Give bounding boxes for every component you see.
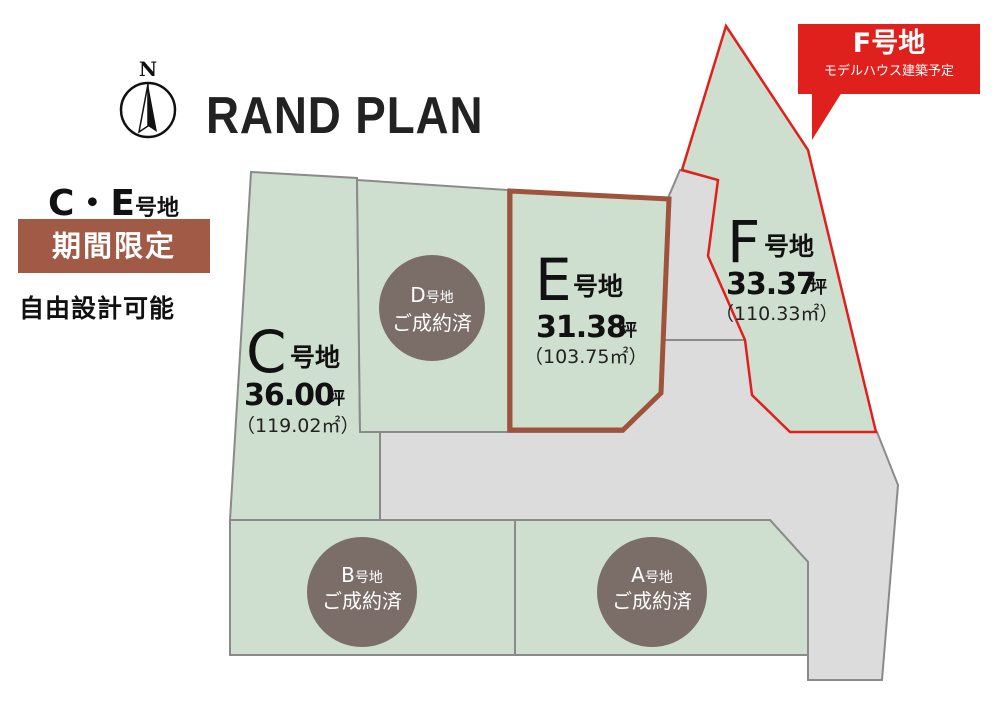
model-house-callout: F号地 モデルハウス建築予定: [798, 24, 980, 94]
lot-f: [680, 23, 878, 434]
lot-e: [507, 188, 672, 433]
lot-c-tsubo-unit: 坪: [328, 389, 345, 409]
lot-e-area: （103.75㎡）: [524, 345, 647, 368]
lot-a-letter: A: [631, 563, 645, 587]
north-compass-icon: [119, 81, 177, 139]
lot-d-letter: D: [410, 283, 425, 307]
lot-c-letter: C: [246, 318, 287, 386]
ce-lot-suffix: 号地: [135, 196, 180, 221]
lot-f-tsubo: 33.37: [726, 267, 816, 302]
lot-a-heading: A号地: [631, 563, 673, 587]
lot-b-suffix: 号地: [355, 570, 383, 586]
lot-b-letter: B: [341, 563, 355, 587]
lot-c-tsubo: 36.00: [244, 378, 334, 413]
lot-b-heading: B号地: [341, 563, 383, 587]
lot-e-letter: E: [535, 246, 572, 314]
lot-d-heading: D号地: [410, 283, 453, 307]
page-title: RAND PLAN: [206, 87, 484, 145]
lot-c-area: （119.02㎡）: [236, 414, 359, 437]
compass-letter: N: [139, 57, 157, 81]
lot-e-tsubo-unit: 坪: [620, 321, 637, 341]
lot-e-suffix: 号地: [573, 272, 623, 301]
free-design-text: 自由設計可能: [19, 294, 176, 323]
limited-time-badge: 期間限定: [18, 219, 210, 273]
lot-f-suffix: 号地: [764, 232, 814, 261]
lot-d-status: ご成約済: [392, 311, 472, 335]
lot-b-sold-circle: [307, 537, 417, 647]
lot-c-suffix: 号地: [290, 343, 340, 372]
lot-f-tsubo-unit: 坪: [810, 278, 827, 298]
lot-e-tsubo: 31.38: [536, 310, 626, 345]
callout-title: F号地: [852, 28, 926, 59]
lot-f-letter: F: [727, 208, 760, 276]
lot-a-sold-circle: [597, 537, 707, 647]
lot-b-status: ご成約済: [322, 589, 402, 613]
lot-d-suffix: 号地: [426, 290, 454, 306]
lot-d-sold-circle: [379, 255, 485, 361]
lot-a-suffix: 号地: [645, 570, 673, 586]
lot-a-status: ご成約済: [612, 589, 692, 613]
lot-f-area: （110.33㎡）: [715, 302, 838, 325]
ce-lot-letters: C・E: [48, 183, 136, 224]
ce-lots-heading: C・E号地: [48, 174, 179, 226]
callout-subtitle: モデルハウス建築予定: [823, 64, 954, 79]
callout-pointer: [812, 92, 842, 140]
